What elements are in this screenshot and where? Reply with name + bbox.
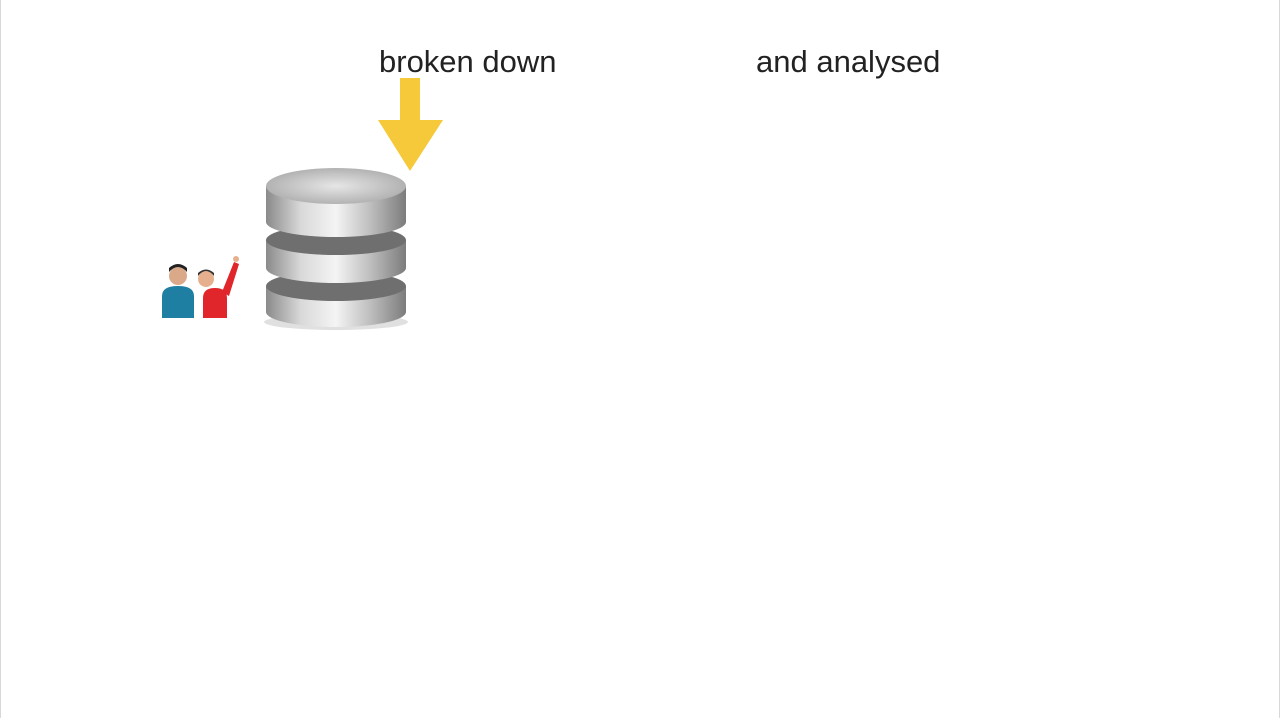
person-left xyxy=(162,264,194,318)
down-arrow-icon xyxy=(378,78,443,171)
caption-broken-down: broken down xyxy=(379,44,557,79)
person-right xyxy=(198,256,239,318)
caption-and-analysed: and analysed xyxy=(756,44,941,79)
people-illustration xyxy=(162,256,239,318)
database-icon xyxy=(264,168,408,330)
